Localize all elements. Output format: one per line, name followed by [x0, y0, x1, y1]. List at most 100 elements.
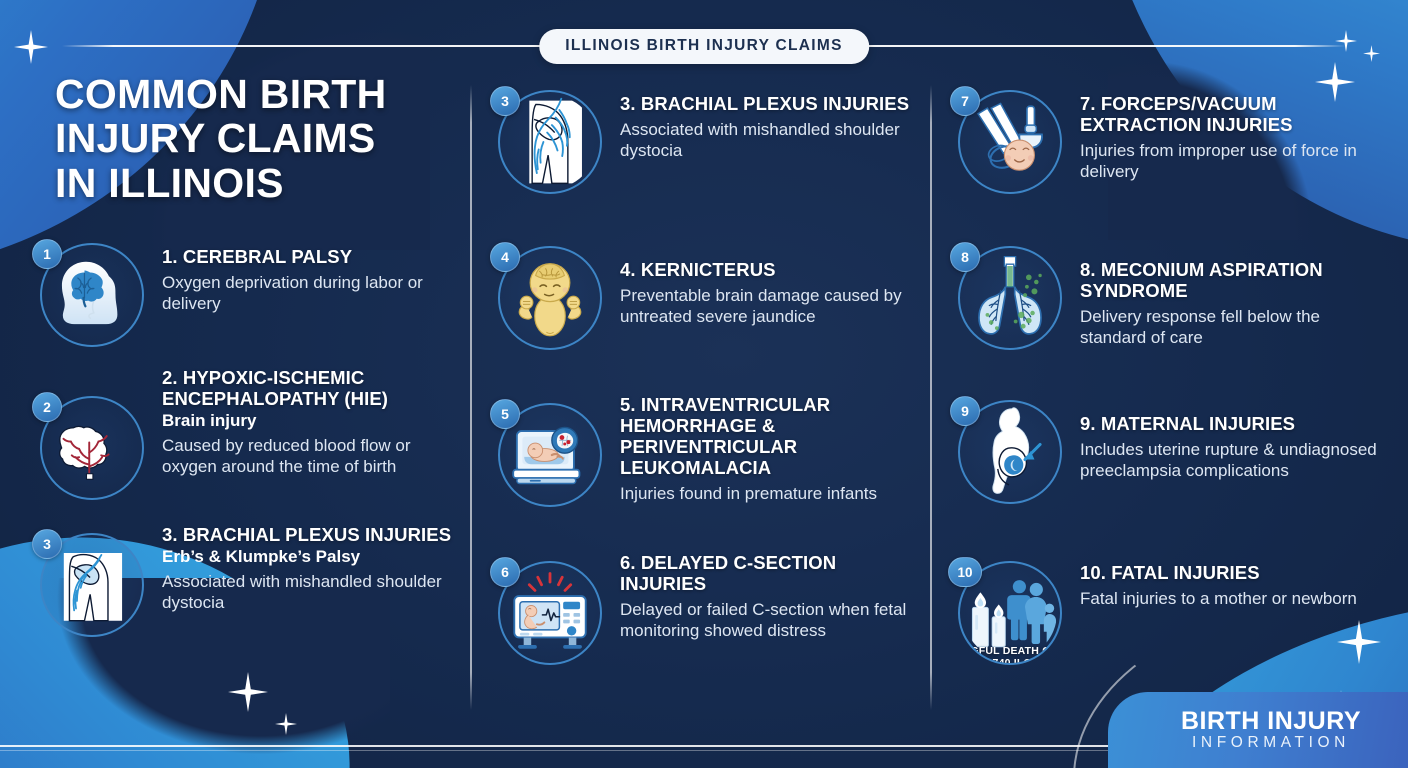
claim-item-forceps-vacuum: 7: [950, 86, 1388, 194]
brand-logo: BIRTH INJURY INFORMATION: [1108, 692, 1408, 768]
claim-heading: 4. KERNICTERUS: [620, 259, 776, 280]
claim-number-badge: 3: [490, 86, 520, 116]
lungs-meconium-icon: [963, 251, 1057, 345]
incubator-baby-brain-icon: [503, 408, 597, 502]
claim-heading: 7. FORCEPS/VACUUM EXTRACTION INJURIES: [1080, 93, 1293, 135]
claim-body: Includes uterine rupture & undiagnosed p…: [1080, 439, 1377, 480]
claim-number-badge: 2: [32, 392, 62, 422]
sparkle-icon: [275, 713, 297, 735]
column-divider-1: [470, 85, 472, 710]
claim-ring: [40, 243, 144, 347]
claim-body: Preventable brain damage caused by untre…: [620, 285, 902, 326]
claim-text: 3. BRACHIAL PLEXUS INJURIES Erb’s & Klum…: [162, 524, 460, 613]
claim-number-badge: 10: [948, 557, 982, 587]
brand-logo-line-1: BIRTH INJURY: [1180, 707, 1362, 736]
candles-family-icon: [963, 566, 1057, 660]
claim-ring: WRONGFUL DEATH CLAIMS UNDER 740 ILCS 180…: [958, 561, 1062, 665]
claim-heading: 9. MATERNAL INJURIES: [1080, 413, 1296, 434]
claim-heading: 5. INTRAVENTRICULAR HEMORRHAGE & PERIVEN…: [620, 394, 831, 478]
claim-number-badge: 9: [950, 396, 980, 426]
claim-heading: 3. BRACHIAL PLEXUS INJURIES: [162, 524, 452, 545]
claim-heading: 8. MECONIUM ASPIRATION SYNDROME: [1080, 259, 1323, 301]
claim-item-cerebral-palsy: 1: [32, 239, 460, 347]
claim-body: Caused by reduced blood flow or oxygen a…: [162, 435, 411, 476]
claim-number-badge: 1: [32, 239, 62, 269]
claim-medal: 3: [490, 86, 602, 194]
claim-item-ivh-pvl: 5: [490, 394, 928, 507]
claim-body: Associated with mishandled shoulder dyst…: [620, 119, 900, 160]
claim-medal: 2: [32, 392, 144, 500]
corner-mask-top-right: [1108, 0, 1408, 240]
claim-medal: 8: [950, 242, 1062, 350]
bottom-rule-secondary: [0, 750, 1408, 751]
claim-text: 9. MATERNAL INJURIES Includes uterine ru…: [1080, 400, 1380, 481]
shoulder-nerve-plexus-icon: [503, 95, 597, 189]
claim-number-badge: 8: [950, 242, 980, 272]
claim-medal: 7: [950, 86, 1062, 194]
claim-medal: 1: [32, 239, 144, 347]
claim-medal: 4: [490, 242, 602, 350]
page-title: COMMON BIRTH INJURY CLAIMS IN ILLINOIS: [55, 72, 455, 205]
claim-item-brachial-plexus-left: 3: [32, 524, 460, 637]
claim-caption-line-1: WRONGFUL DEATH CLAIMS: [960, 644, 1060, 657]
claim-medal: 9: [950, 396, 1062, 504]
pregnant-woman-icon: [963, 405, 1057, 499]
page-title-line-1: COMMON BIRTH: [55, 71, 387, 117]
claim-number-badge: 4: [490, 242, 520, 272]
jaundiced-baby-icon: [503, 251, 597, 345]
claim-medal: 5: [490, 399, 602, 507]
claim-number-badge: 3: [32, 529, 62, 559]
claim-ring: [958, 246, 1062, 350]
sparkle-icon: [228, 672, 268, 712]
claim-heading: 6. DELAYED C-SECTION INJURIES: [620, 552, 837, 594]
claim-subheading: Erb’s & Klumpke’s Palsy: [162, 546, 361, 566]
sparkle-icon: [14, 30, 48, 64]
claim-medal: 6: [490, 557, 602, 665]
claim-item-maternal-injuries: 9 9. MATERNAL INJURIES Includes u: [950, 396, 1388, 504]
header-pill: ILLINOIS BIRTH INJURY CLAIMS: [539, 29, 869, 64]
claim-item-hie: 2 2: [32, 367, 460, 500]
page-title-line-2: INJURY CLAIMS: [55, 115, 376, 162]
claim-body: Delivery response fell below the standar…: [1080, 306, 1321, 347]
claim-caption: WRONGFUL DEATH CLAIMS UNDER 740 ILCS 180…: [958, 644, 1060, 665]
brain-blood-vessels-icon: [45, 401, 139, 495]
bottom-rule: [0, 745, 1408, 747]
claim-body: Fatal injuries to a mother or newborn: [1080, 588, 1357, 608]
brand-logo-line-2: INFORMATION: [1192, 734, 1350, 752]
claim-heading: 3. BRACHIAL PLEXUS INJURIES: [620, 93, 910, 114]
claim-item-meconium-aspiration: 8: [950, 242, 1388, 350]
claim-text: 1. CEREBRAL PALSY Oxygen deprivation dur…: [162, 243, 454, 314]
claim-heading: 1. CEREBRAL PALSY: [162, 246, 353, 267]
claim-item-delayed-csection: 6: [490, 552, 928, 665]
claim-text: 2. HYPOXIC-ISCHEMIC ENCEPHALOPATHY (HIE)…: [162, 367, 460, 477]
claim-medal: 3: [32, 529, 144, 637]
shoulder-nerves-icon: [45, 538, 139, 632]
claim-item-kernicterus: 4: [490, 242, 928, 350]
claim-body: Injuries from improper use of force in d…: [1080, 140, 1357, 181]
page-title-line-3: IN ILLINOIS: [55, 159, 284, 206]
claim-text: 10. FATAL INJURIES Fatal injuries to a m…: [1080, 553, 1380, 610]
claim-heading: 10. FATAL INJURIES: [1080, 562, 1260, 583]
claim-medal: 10: [948, 557, 1062, 665]
claim-subheading: Brain injury: [162, 410, 257, 430]
claim-body: Injuries found in premature infants: [620, 483, 878, 503]
claim-heading: 2. HYPOXIC-ISCHEMIC ENCEPHALOPATHY (HIE): [162, 367, 389, 409]
claim-text: 8. MECONIUM ASPIRATION SYNDROME Delivery…: [1080, 246, 1388, 348]
claim-item-fatal-injuries: 10: [948, 553, 1388, 665]
claim-number-badge: 7: [950, 86, 980, 116]
claim-body: Associated with mishandled shoulder dyst…: [162, 571, 442, 612]
sparkle-icon: [1335, 30, 1357, 52]
forceps-vacuum-icon: [963, 95, 1057, 189]
claim-ring: [40, 396, 144, 500]
claim-text: 7. FORCEPS/VACUUM EXTRACTION INJURIES In…: [1080, 90, 1380, 182]
claim-body: Oxygen deprivation during labor or deliv…: [162, 272, 423, 313]
claim-text: 6. DELAYED C-SECTION INJURIES Delayed or…: [620, 552, 920, 641]
claim-text: 5. INTRAVENTRICULAR HEMORRHAGE & PERIVEN…: [620, 394, 920, 504]
child-head-brain-icon: [45, 248, 139, 342]
claim-caption-line-2: UNDER 740 ILCS 180/2: [958, 656, 1060, 665]
corner-mask-top-left: [0, 0, 430, 250]
claim-text: 3. BRACHIAL PLEXUS INJURIES Associated w…: [620, 90, 920, 161]
claim-number-badge: 6: [490, 557, 520, 587]
claim-body: Delayed or failed C-section when fetal m…: [620, 599, 907, 640]
